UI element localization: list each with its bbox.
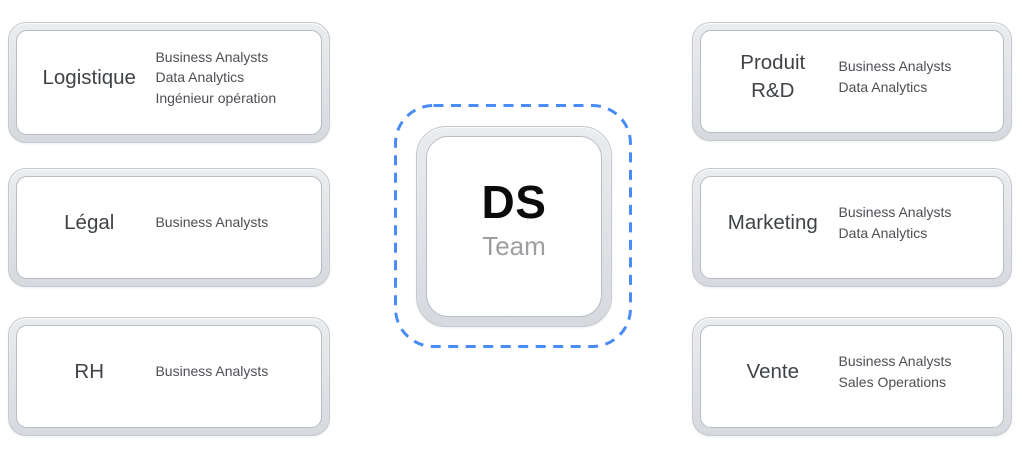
- role-item: Data Analytics: [155, 69, 245, 86]
- dept-name: RH: [23, 358, 155, 386]
- dept-roles: Business Analysts Data Analytics: [839, 56, 993, 97]
- dept-name: Logistique: [23, 64, 155, 92]
- dept-card-legal-body: Légal Business Analysts: [16, 176, 322, 279]
- dept-name-label: Légal: [64, 210, 115, 234]
- dept-card-vente: Vente Business Analysts Sales Operations: [692, 317, 1012, 436]
- dept-card-marketing: Marketing Business Analysts Data Analyti…: [692, 168, 1012, 287]
- dept-name-label: Vente: [746, 359, 799, 383]
- role-item: Data Analytics: [838, 224, 928, 241]
- dept-card-rh-body: RH Business Analysts: [16, 325, 322, 428]
- role-item: Ingénieur opération: [155, 89, 277, 106]
- dept-card-logistique: Logistique Business Analysts Data Analyt…: [8, 22, 330, 143]
- dept-name: Marketing: [707, 209, 839, 237]
- dept-name-label: RH: [74, 359, 105, 383]
- center-node-dashed-highlight: [394, 104, 632, 348]
- role-item: Business Analysts: [838, 57, 952, 74]
- dept-card-rh: RH Business Analysts: [8, 317, 330, 436]
- dept-roles: Business Analysts Data Analytics Ingénie…: [155, 47, 311, 109]
- dept-roles: Business Analysts: [155, 212, 311, 233]
- dept-name: Produit R&D: [707, 49, 839, 104]
- dept-card-produit-rd: Produit R&D Business Analysts Data Analy…: [692, 22, 1012, 141]
- center-node-ds-team: DS Team: [416, 126, 612, 327]
- center-node-title: DS: [481, 176, 547, 229]
- role-item: Data Analytics: [838, 78, 928, 95]
- dept-card-logistique-body: Logistique Business Analysts Data Analyt…: [16, 30, 322, 135]
- center-node-subtitle: Team: [482, 231, 546, 262]
- dept-name-label: Produit R&D: [740, 50, 806, 102]
- dept-name-label: Logistique: [42, 65, 136, 89]
- role-item: Sales Operations: [838, 373, 946, 390]
- dept-card-produit-rd-body: Produit R&D Business Analysts Data Analy…: [700, 30, 1004, 133]
- role-item: Business Analysts: [155, 363, 269, 380]
- center-node-body: DS Team: [426, 136, 602, 317]
- dept-name-label: Marketing: [727, 210, 818, 234]
- dept-card-marketing-body: Marketing Business Analysts Data Analyti…: [700, 176, 1004, 279]
- role-item: Business Analysts: [838, 203, 952, 220]
- dept-name: Vente: [707, 358, 839, 386]
- dept-roles: Business Analysts Sales Operations: [839, 351, 993, 392]
- role-item: Business Analysts: [155, 48, 269, 65]
- dept-name: Légal: [23, 209, 155, 237]
- dept-roles: Business Analysts Data Analytics: [839, 202, 993, 243]
- role-item: Business Analysts: [838, 352, 952, 369]
- dept-card-legal: Légal Business Analysts: [8, 168, 330, 287]
- dept-card-vente-body: Vente Business Analysts Sales Operations: [700, 325, 1004, 428]
- role-item: Business Analysts: [155, 214, 269, 231]
- dept-roles: Business Analysts: [155, 361, 311, 382]
